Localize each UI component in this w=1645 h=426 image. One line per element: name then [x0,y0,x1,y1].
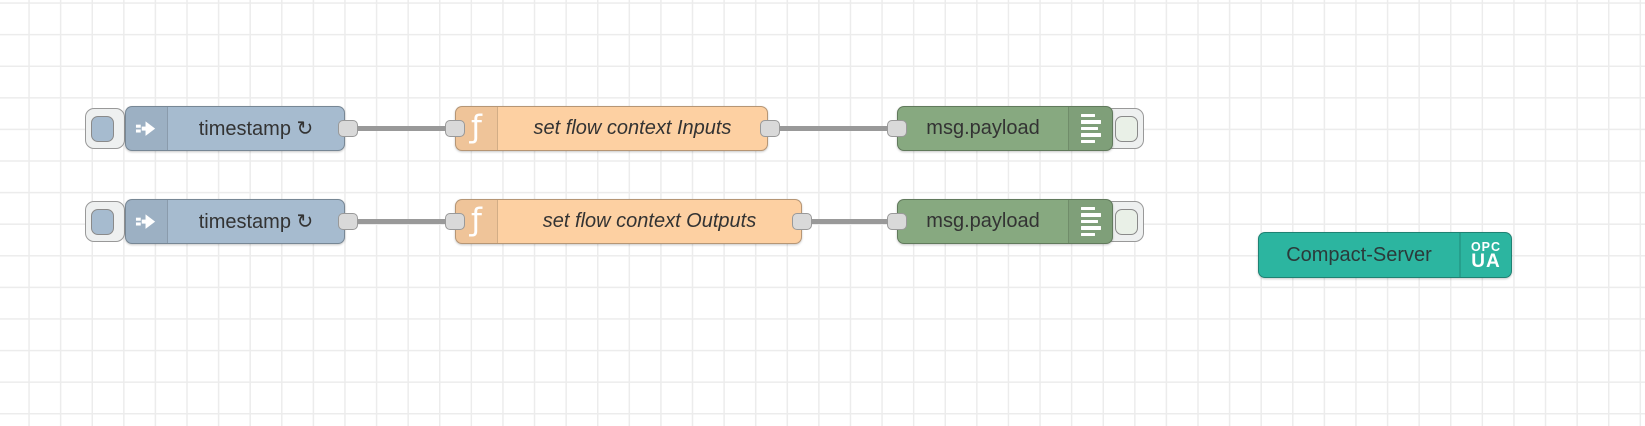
inject1-trigger-button-face [91,115,114,142]
node-label: timestamp ↻ [198,118,314,140]
inject2-output-port[interactable] [338,213,358,230]
function-node-1[interactable]: ƒ set flow context Inputs [455,106,768,151]
inject2-trigger-button[interactable] [85,201,125,242]
inject1-trigger-button[interactable] [85,108,125,149]
debug2-toggle-button-face [1115,208,1138,235]
function2-output-port[interactable] [792,213,812,230]
debug-list-icon [1068,107,1112,150]
inject2-trigger-button-face [91,208,114,235]
debug-node-2[interactable]: msg.payload [897,199,1113,244]
inject-arrow-icon [126,200,168,243]
function-node-2[interactable]: ƒ set flow context Outputs [455,199,802,244]
inject-node-2[interactable]: timestamp ↻ [125,199,345,244]
node-label: msg.payload [926,210,1040,232]
debug1-input-port[interactable] [887,120,907,137]
inject-arrow-icon [126,107,168,150]
debug-list-icon [1068,200,1112,243]
wire-function1-debug1[interactable] [770,126,892,131]
inject1-output-port[interactable] [338,120,358,137]
opcua-compact-server-node[interactable]: Compact-Server OPC UA [1258,232,1512,278]
debug1-toggle-button-face [1115,115,1138,142]
function1-output-port[interactable] [760,120,780,137]
wire-function2-debug2[interactable] [802,219,892,224]
node-label: msg.payload [926,117,1040,139]
function1-input-port[interactable] [445,120,465,137]
function2-input-port[interactable] [445,213,465,230]
inject-node-1[interactable]: timestamp ↻ [125,106,345,151]
debug-node-1[interactable]: msg.payload [897,106,1113,151]
opcua-badge-icon: OPC UA [1459,233,1511,277]
debug2-input-port[interactable] [887,213,907,230]
wire-inject2-function2[interactable] [348,219,460,224]
wire-inject1-function1[interactable] [348,126,460,131]
node-label: set flow context Outputs [542,210,757,232]
node-label: set flow context Inputs [533,117,732,139]
node-label: Compact-Server [1286,243,1432,266]
node-label: timestamp ↻ [198,211,314,233]
